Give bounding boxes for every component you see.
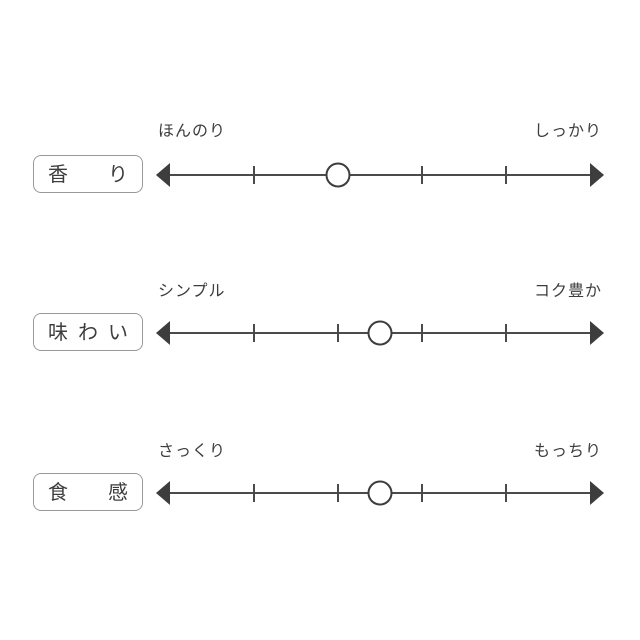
tick-marks (253, 324, 507, 342)
rating-marker (325, 162, 351, 188)
category-label-texture: 食感 (48, 480, 128, 504)
rating-marker (367, 320, 393, 346)
endpoint-labels-flavor: シンプル コク豊か (158, 281, 602, 301)
right-endpoint-label: コク豊か (533, 281, 602, 300)
left-endpoint-label: ほんのり (158, 121, 227, 140)
rating-marker (367, 480, 393, 506)
rating-scale-texture (156, 480, 604, 506)
left-endpoint-label: さっくり (158, 441, 227, 460)
left-endpoint-label: シンプル (158, 281, 226, 300)
tick-marks (253, 484, 507, 502)
endpoint-labels-texture: さっくり もっちり (158, 441, 602, 461)
category-label-aroma: 香り (48, 162, 128, 186)
category-box-aroma: 香り (33, 155, 143, 193)
right-arrowhead-icon (590, 163, 604, 187)
rating-scale-flavor (156, 320, 604, 346)
left-arrowhead-icon (156, 481, 170, 505)
category-box-texture: 食感 (33, 473, 143, 511)
right-endpoint-label: しっかり (533, 121, 602, 140)
right-arrowhead-icon (590, 481, 604, 505)
category-box-flavor: 味わい (33, 313, 143, 351)
left-arrowhead-icon (156, 321, 170, 345)
category-label-flavor: 味わい (48, 320, 128, 344)
right-arrowhead-icon (590, 321, 604, 345)
right-endpoint-label: もっちり (533, 441, 602, 460)
rating-scale-aroma (156, 162, 604, 188)
endpoint-labels-aroma: ほんのり しっかり (158, 121, 602, 141)
left-arrowhead-icon (156, 163, 170, 187)
